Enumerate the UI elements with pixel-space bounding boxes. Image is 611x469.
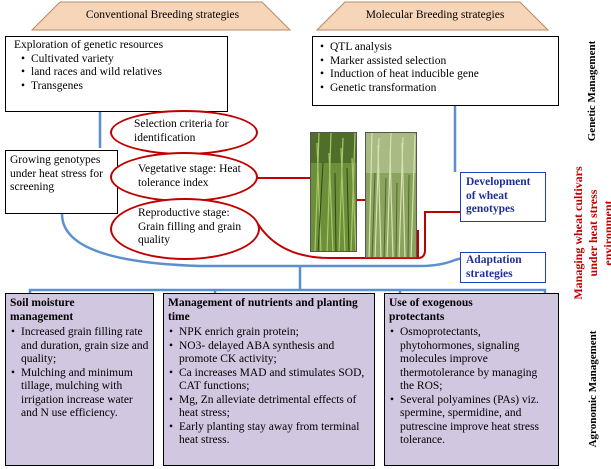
list-item: Mulching and minimum tillage, mulching w… [10, 367, 149, 421]
growing-genotypes-box: Growing genotypes under heat stress for … [5, 150, 118, 214]
agronomic-management-label: Agronomic Management [587, 330, 599, 448]
wheat-photo-right [365, 132, 417, 258]
list-item: Induction of heat inducible gene [319, 68, 552, 82]
development-genotypes-box: Development of wheat genotypes [460, 172, 546, 222]
conventional-banner-title: Conventional Breeding strategies [85, 9, 240, 21]
reproductive-stage-text: Reproductive stage: Grain filling and gr… [138, 207, 242, 246]
list-item: Genetic transformation [319, 82, 552, 96]
molecular-box: QTL analysis Marker assisted selection I… [312, 36, 559, 106]
managing-wheat-label: Managing wheat cultivars under heat stre… [571, 158, 611, 308]
molecular-list: QTL analysis Marker assisted selection I… [319, 41, 552, 95]
nutrients-heading: Management of nutrients and planting tim… [168, 297, 358, 323]
list-item: NPK enrich grain protein; [168, 326, 370, 340]
list-item: Osmoprotectants, phytohormones, signalin… [389, 326, 554, 394]
wheat-image [311, 133, 356, 251]
exploration-box: Exploration of genetic resources Cultiva… [5, 36, 228, 112]
exploration-title: Exploration of genetic resources [14, 39, 164, 51]
list-item: QTL analysis [319, 41, 552, 55]
list-item: Transgenes [20, 80, 219, 94]
list-item: NO3- delayed ABA synthesis and promote C… [168, 340, 370, 367]
soil-moisture-heading: Soil moisture management [10, 297, 75, 323]
list-item: land races and wild relatives [20, 66, 219, 80]
exogenous-list: Osmoprotectants, phytohormones, signalin… [389, 326, 554, 448]
soil-moisture-box: Soil moisture management Increased grain… [5, 293, 154, 466]
selection-criteria-ellipse: Selection criteria for identification [110, 110, 258, 155]
list-item: Increased grain filling rate and duratio… [10, 326, 149, 367]
soil-list: Increased grain filling rate and duratio… [10, 326, 149, 421]
exploration-list: Cultivated variety land races and wild r… [14, 53, 219, 94]
wheat-image [366, 133, 416, 257]
nutrients-list: NPK enrich grain protein; NO3- delayed A… [168, 326, 370, 448]
right-banner-shape [315, 1, 550, 31]
vegetative-stage-ellipse: Vegetative stage: Heat tolerance index [110, 152, 258, 202]
selection-criteria-text: Selection criteria for identification [134, 118, 229, 144]
reproductive-stage-ellipse: Reproductive stage: Grain filling and gr… [110, 198, 260, 260]
list-item: Mg, Zn alleviate detrimental effects of … [168, 394, 370, 421]
vegetative-stage-text: Vegetative stage: Heat tolerance index [138, 163, 241, 189]
list-item: Early planting stay away from terminal h… [168, 421, 370, 448]
managing-wheat-text: Managing wheat cultivars under heat stre… [571, 166, 611, 300]
list-item: Ca increases MAD and stimulates SOD, CAT… [168, 367, 370, 394]
list-item: Cultivated variety [20, 53, 219, 67]
left-banner-shape [30, 1, 292, 31]
genetic-management-label: Genetic Management [586, 40, 598, 142]
molecular-banner-title: Molecular Breeding strategies [365, 9, 505, 21]
list-item: Marker assisted selection [319, 55, 552, 69]
nutrients-box: Management of nutrients and planting tim… [163, 293, 375, 466]
wheat-photo-left [310, 132, 357, 252]
exogenous-heading: Use of exogenous protectants [389, 297, 473, 323]
list-item: Several polyamines (PAs) viz. spermine, … [389, 394, 554, 448]
adaptation-strategies-box: Adaptation strategies [460, 252, 546, 283]
exogenous-protectants-box: Use of exogenous protectants Osmoprotect… [384, 293, 559, 466]
